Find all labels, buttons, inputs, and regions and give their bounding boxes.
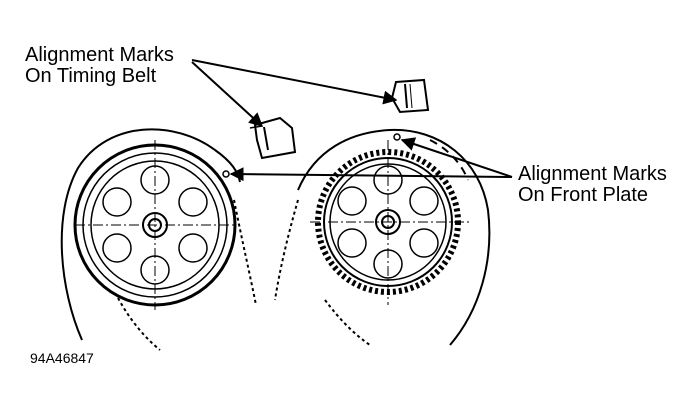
front-plate-marks-line-2: On Front Plate xyxy=(518,184,649,206)
right-plate-mark xyxy=(393,133,401,141)
timing-belt-marks-label: Alignment Marks On Timing Belt xyxy=(25,45,174,87)
left-belt-dashed xyxy=(233,199,257,306)
front-plate-marks-line-1: Alignment Marks xyxy=(518,163,667,185)
left-cam-sprocket xyxy=(60,128,257,351)
front-plate-marks-label: Alignment Marks On Front Plate xyxy=(518,164,667,206)
arrow-belt-right xyxy=(191,59,398,105)
arrow-belt-left xyxy=(191,61,264,127)
right-belt-wrap xyxy=(297,128,491,346)
leader-arrows xyxy=(191,59,513,182)
left-plate-mark xyxy=(222,170,230,178)
right-cam-sprocket xyxy=(274,128,491,346)
arrow-plate-left xyxy=(229,167,513,182)
timing-belt-marks-line-1: Alignment Marks xyxy=(25,44,174,66)
right-belt-dashed xyxy=(274,199,299,301)
timing-belt-marks-line-2: On Timing Belt xyxy=(25,65,157,87)
belt-mark-detail-left xyxy=(249,116,297,160)
figure-id: 94A46847 xyxy=(30,350,94,366)
belt-mark-detail-right xyxy=(390,78,430,114)
left-belt-wrap xyxy=(60,128,241,341)
arrow-plate-right xyxy=(400,137,513,178)
